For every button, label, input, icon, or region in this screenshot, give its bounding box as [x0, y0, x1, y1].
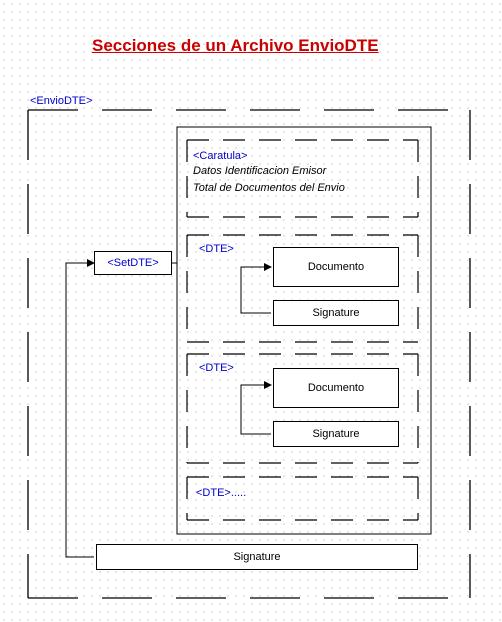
caratula-line-2: Total de Documentos del Envio: [193, 182, 345, 194]
dte2-documento-box: Documento: [273, 368, 399, 408]
setdte-reference-arrow: [65, 259, 95, 558]
dte1-documento-box: Documento: [273, 247, 399, 287]
envio-frame: [27, 109, 471, 599]
caratula-frame: [186, 139, 419, 218]
caratula-tag: <Caratula>: [193, 150, 248, 162]
dte1-tag: <DTE>: [199, 243, 234, 255]
envio-tag: <EnvioDTE>: [30, 95, 93, 107]
dte2-tag: <DTE>: [199, 362, 234, 374]
dte-more-tag: <DTE>.....: [196, 487, 247, 499]
dte2-signature-box: Signature: [273, 421, 399, 447]
dte-more-frame: [186, 476, 419, 521]
envio-signature-box: Signature: [96, 544, 418, 570]
setdte-frame: [176, 126, 432, 535]
diagram-title: Secciones de un Archivo EnvioDTE: [92, 36, 379, 55]
dte2-reference-arrow: [240, 381, 272, 435]
dte1-frame: [186, 234, 419, 343]
dte1-signature-box: Signature: [273, 300, 399, 326]
dte1-reference-arrow: [240, 263, 272, 314]
dte2-frame: [186, 353, 419, 464]
setdte-box: <SetDTE>: [94, 251, 172, 275]
caratula-line-1: Datos Identificacion Emisor: [193, 165, 327, 177]
